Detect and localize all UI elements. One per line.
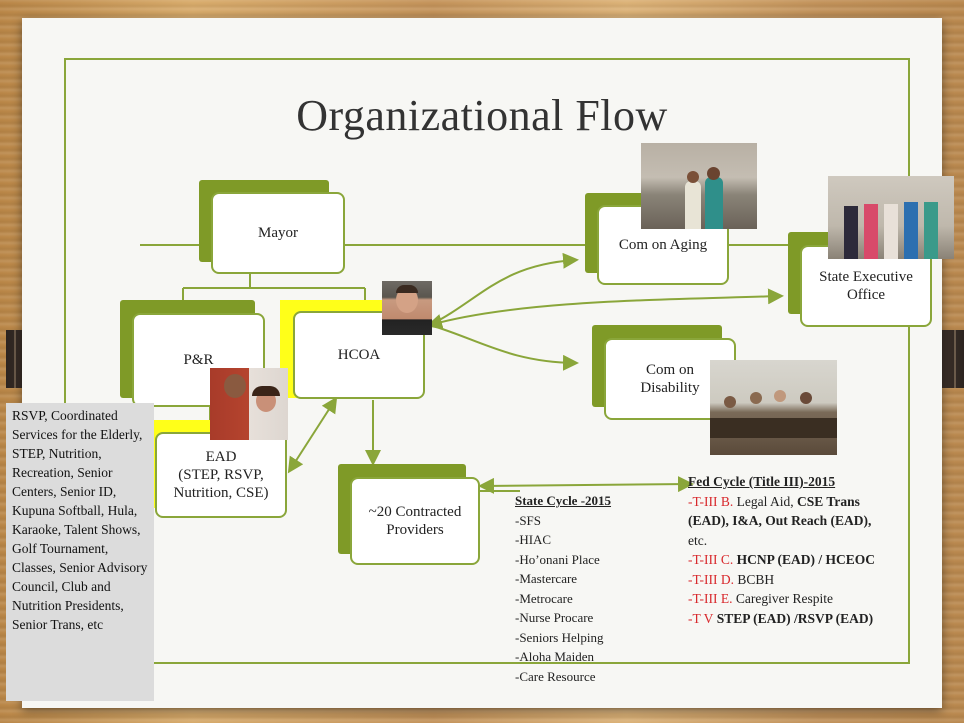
t3c-bold: HCNP (EAD) / HCEOC <box>733 552 875 567</box>
fed-item-t3e: -T-III E. Caregiver Respite <box>688 589 888 609</box>
t3b-tail: etc. <box>688 532 708 548</box>
t3e-code: -T-III E. <box>688 591 733 606</box>
hcoa-director-photo <box>382 281 432 335</box>
state-exec-label-line2: Office <box>846 287 886 303</box>
t5-bold: STEP (EAD) /RSVP (EAD) <box>713 610 874 626</box>
com-aging-label: Com on Aging <box>618 237 708 253</box>
state-cycle-item: -Care Resource <box>515 668 596 684</box>
mayor-label: Mayor <box>258 225 298 241</box>
state-cycle-item: -Mastercare <box>515 571 578 586</box>
state-cycle-item: -Nurse Procare <box>515 610 594 625</box>
t3c-code: -T-III C. <box>688 552 734 567</box>
services-list-text: RSVP, Coordinated Services for the Elder… <box>12 408 148 632</box>
state-cycle-item: -Ho’onani Place <box>515 551 600 567</box>
providers-label-line2: Providers <box>386 522 444 538</box>
state-cycle-item: -Metrocare <box>515 590 573 606</box>
fed-item-t3c: -T-III C. HCNP (EAD) / HCEOC <box>688 550 888 570</box>
state-cycle-item: -Seniors Helping <box>515 629 604 645</box>
state-cycle-heading: State Cycle -2015 <box>515 493 612 508</box>
t3d-code: -T-III D. <box>688 571 734 587</box>
pr-label: P&R <box>183 352 214 368</box>
slide-frame <box>64 58 910 664</box>
t3b-code: -T-III B. <box>688 493 734 509</box>
t5-code: -T V <box>688 610 714 626</box>
fed-item-t3d: -T-III D. BCBH <box>688 570 888 590</box>
com-disability-meeting-photo <box>710 360 837 455</box>
state-cycle-list: State Cycle -2015 -SFS -HIAC -Ho’onani P… <box>515 491 645 686</box>
providers-node: ~20 Contracted Providers <box>350 477 480 565</box>
fed-cycle-list: Fed Cycle (Title III)-2015 -T-III B. Leg… <box>688 472 888 628</box>
t3b-bold: CSE Trans (EAD), I&A, Out Reach (EAD), <box>688 493 872 529</box>
t3e-text: Caregiver Respite <box>732 591 833 606</box>
com-aging-photo <box>641 143 757 229</box>
ead-sub-label: (STEP, RSVP, Nutrition, CSE) <box>173 467 269 501</box>
fed-item-t5: -T V STEP (EAD) /RSVP (EAD) <box>688 609 888 629</box>
t3d-text: BCBH <box>733 571 775 587</box>
hcoa-label: HCOA <box>337 347 381 363</box>
fed-item-t3b: -T-III B. Legal Aid, CSE Trans (EAD), I&… <box>688 492 888 551</box>
services-list-box: RSVP, Coordinated Services for the Elder… <box>6 403 154 701</box>
state-exec-group-photo <box>828 176 954 259</box>
state-cycle-item: -SFS <box>515 512 542 528</box>
com-disability-label-line1: Com on <box>646 362 694 378</box>
ead-label: EAD <box>205 449 237 465</box>
t3b-text: Legal Aid, <box>733 493 797 509</box>
slide-title: Organizational Flow <box>296 91 668 140</box>
mayor-node: Mayor <box>211 192 345 274</box>
com-disability-label-line2: Disability <box>640 380 700 396</box>
state-exec-label-line1: State Executive <box>819 269 913 285</box>
state-cycle-item: -Aloha Maiden <box>515 649 595 664</box>
ead-node: EAD (STEP, RSVP, Nutrition, CSE) <box>155 432 287 518</box>
fed-cycle-heading: Fed Cycle (Title III)-2015 <box>688 474 836 489</box>
providers-label-line1: ~20 Contracted <box>368 504 462 520</box>
ead-staff-photo <box>210 368 288 440</box>
state-cycle-item: -HIAC <box>515 532 552 547</box>
